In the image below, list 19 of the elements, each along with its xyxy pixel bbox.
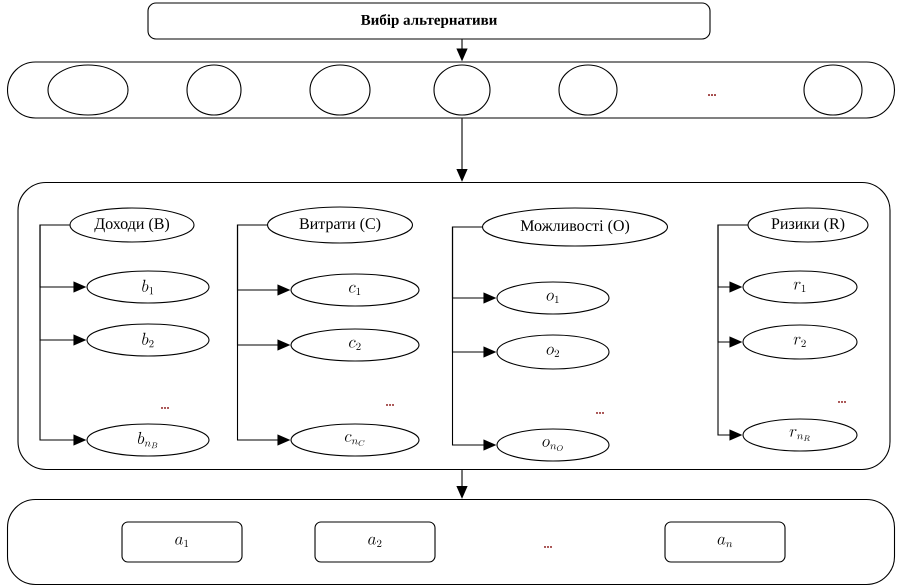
ellipsis: ... bbox=[544, 546, 552, 548]
circle bbox=[47, 64, 129, 116]
rounded-band bbox=[6, 498, 896, 586]
rounded-band bbox=[17, 182, 891, 470]
rounded-band bbox=[6, 61, 896, 119]
title-box: Вибір альтернативи bbox=[147, 2, 711, 40]
ellipsis: ... bbox=[161, 407, 169, 409]
ellipsis: ... bbox=[708, 94, 716, 96]
ellipsis: ... bbox=[596, 412, 604, 414]
alternative-box: $a_1$ bbox=[121, 521, 243, 563]
circle bbox=[309, 64, 371, 116]
ellipsis: ... bbox=[838, 401, 846, 403]
circle bbox=[433, 64, 491, 116]
circle bbox=[558, 64, 618, 116]
ellipsis: ... bbox=[386, 404, 394, 406]
circle bbox=[186, 64, 242, 116]
circle bbox=[803, 64, 863, 116]
alternative-box: $a_2$ bbox=[314, 521, 436, 563]
alternative-box: $a_n$ bbox=[664, 521, 786, 563]
